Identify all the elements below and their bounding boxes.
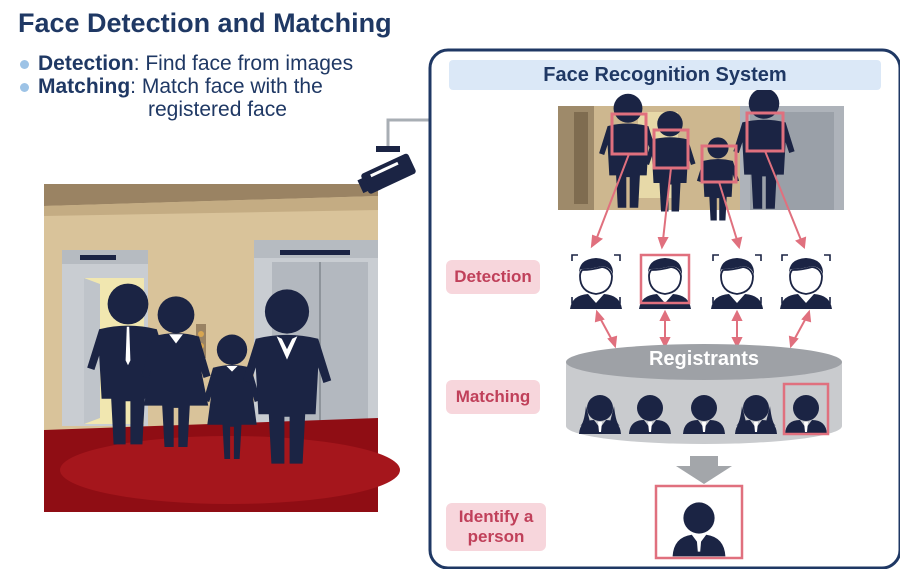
bullet-matching: Matching: Match face with the	[20, 75, 353, 98]
step-matching-label: Matching	[446, 380, 540, 414]
down-arrow-icon	[676, 456, 732, 484]
match-highlight-box	[782, 382, 830, 436]
registrants-label: Registrants	[648, 348, 760, 370]
bullet-text-matching: Match face with the	[141, 75, 323, 98]
registrant-faces	[579, 382, 830, 436]
detected-face-icon	[638, 253, 692, 310]
bullet-term-detection: Detection	[38, 52, 134, 75]
bullet-term-matching: Matching	[38, 75, 131, 98]
step-detection-label: Detection	[446, 260, 540, 294]
registrant-face-icon	[579, 395, 621, 434]
bullet-dot	[20, 60, 29, 69]
detection-arrows	[590, 150, 807, 250]
system-title: Face Recognition System	[449, 60, 881, 90]
lobby-scene	[44, 184, 400, 512]
page-title: Face Detection and Matching	[18, 8, 392, 38]
detected-faces	[569, 253, 833, 310]
bullet-text-detection: Find face from images	[145, 52, 354, 75]
registrant-face-icon	[735, 395, 777, 434]
person-child	[203, 334, 261, 459]
matching-arrows	[594, 309, 812, 349]
camera-view-image	[558, 88, 844, 221]
bullet-detection: Detection: Find face from images	[20, 52, 353, 75]
person-woman	[141, 296, 211, 447]
person-man-left	[87, 283, 169, 445]
step-identify-label: Identify a person	[446, 503, 546, 551]
bullet-list: Detection: Find face from images Matchin…	[20, 52, 353, 121]
bullet-dot	[20, 83, 29, 92]
person-man-right	[242, 289, 332, 464]
bullet-text-matching-continued: registered face	[148, 98, 287, 121]
lobby-people	[87, 283, 332, 464]
registrants-database	[566, 344, 842, 444]
identified-person-card	[654, 484, 744, 560]
